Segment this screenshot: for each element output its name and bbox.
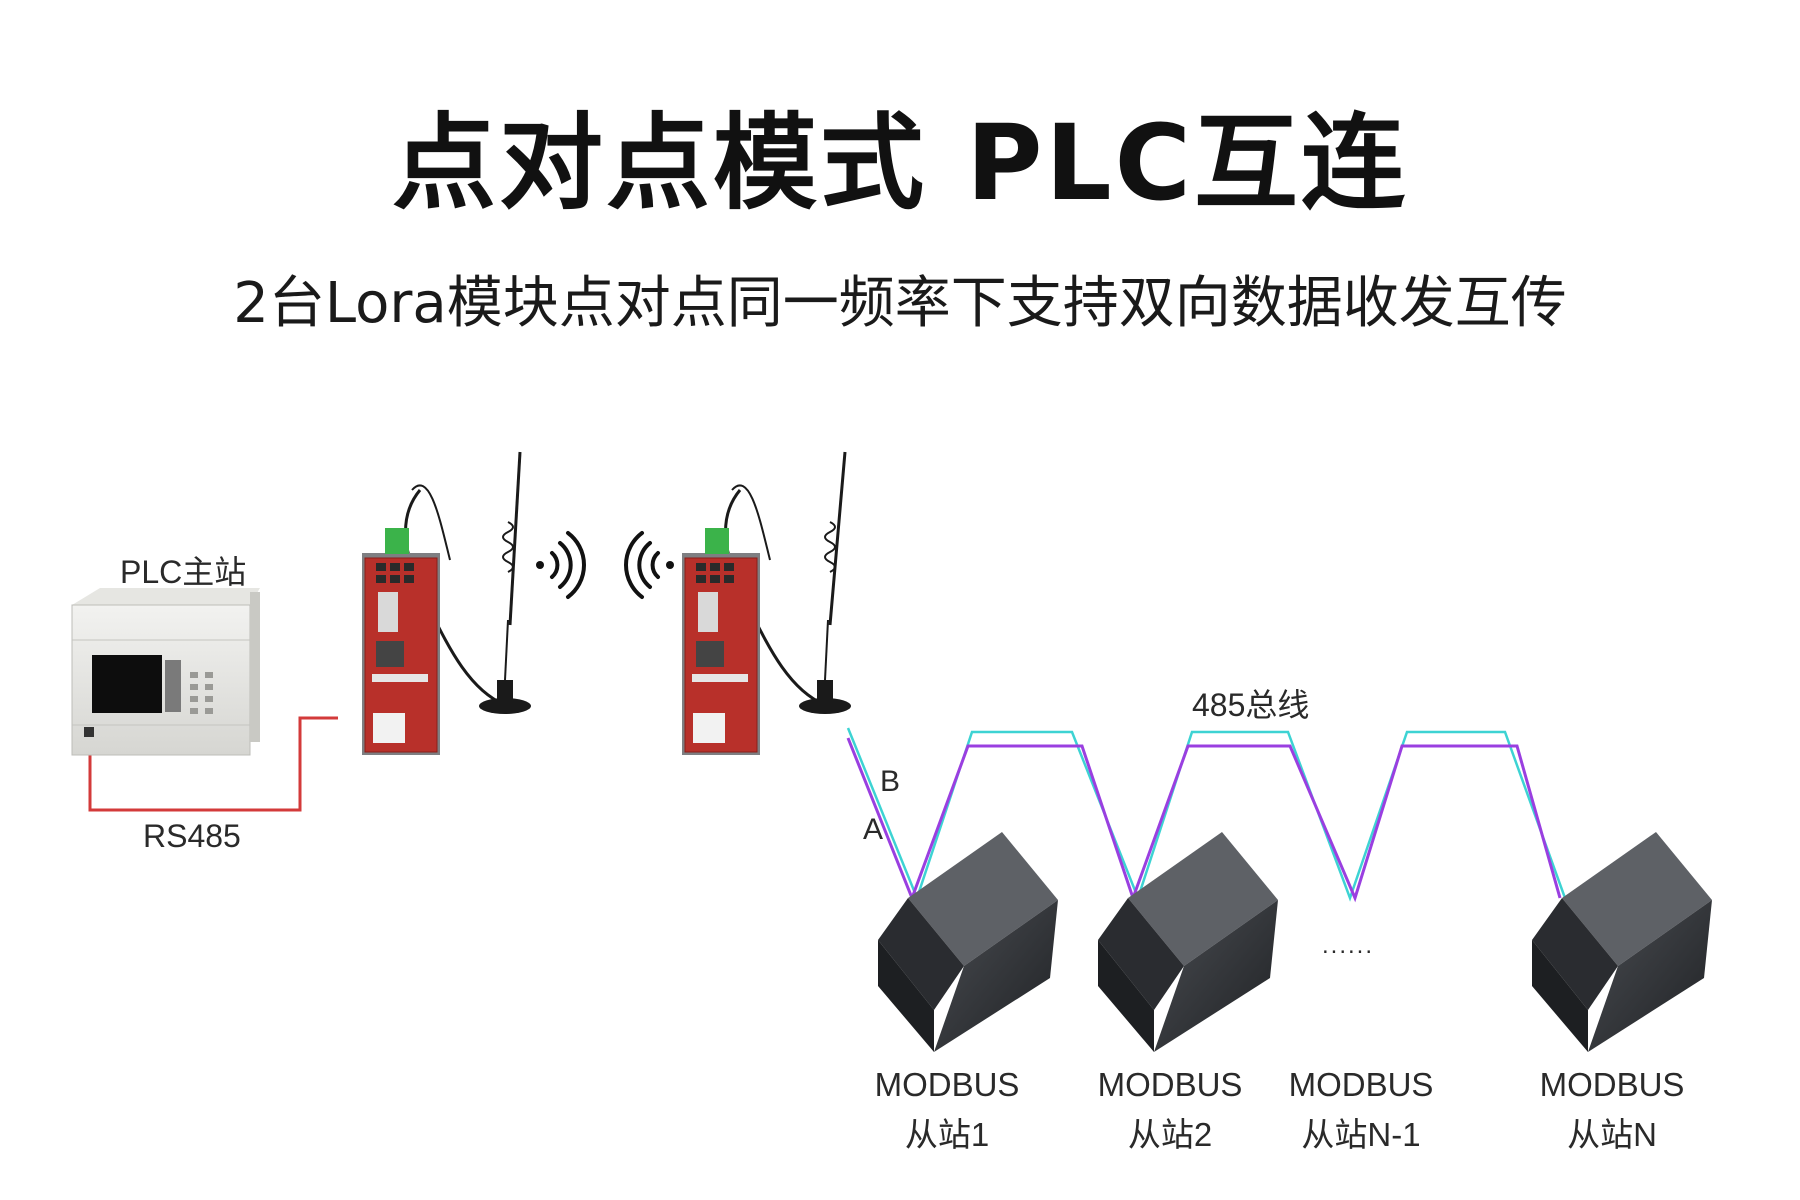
slave-protocol: MODBUS bbox=[874, 1066, 1020, 1103]
wireless-signal-out-icon bbox=[536, 531, 586, 599]
slave-id: 从站2 bbox=[1127, 1116, 1213, 1153]
slave-device-1 bbox=[878, 832, 1058, 1052]
rs485-cable bbox=[88, 716, 338, 812]
lora-module-1 bbox=[362, 451, 531, 755]
slave-device-n bbox=[1532, 832, 1712, 1052]
slave-label-1: MODBUS 从站1 bbox=[852, 1060, 1042, 1160]
slave-id: 从站N-1 bbox=[1301, 1116, 1421, 1153]
wire-a-label: A bbox=[863, 813, 884, 846]
wire-b-label: B bbox=[880, 765, 901, 798]
bus-wire-a bbox=[846, 737, 1562, 903]
plc-master-device bbox=[71, 588, 260, 756]
bus-ellipsis: ...... bbox=[1322, 932, 1375, 959]
slave-label-n-1: MODBUS 从站N-1 bbox=[1266, 1060, 1456, 1160]
slave-protocol: MODBUS bbox=[1097, 1066, 1243, 1103]
wireless-signal-in-icon bbox=[624, 531, 674, 599]
slave-device-2 bbox=[1098, 832, 1278, 1052]
diagram-title: 点对点模式 PLC互连 bbox=[391, 102, 1409, 224]
plc-master-label: PLC主站 bbox=[120, 554, 247, 590]
slave-id: 从站1 bbox=[904, 1116, 990, 1153]
slave-protocol: MODBUS bbox=[1539, 1066, 1685, 1103]
slave-label-n: MODBUS 从站N bbox=[1517, 1060, 1707, 1160]
bus-label: 485总线 bbox=[1192, 687, 1310, 723]
lora-module-2 bbox=[682, 451, 851, 755]
diagram-subtitle: 2台Lora模块点对点同一频率下支持双向数据收发互传 bbox=[233, 271, 1567, 336]
slave-id: 从站N bbox=[1567, 1116, 1657, 1153]
slave-protocol: MODBUS bbox=[1288, 1066, 1434, 1103]
rs485-label: RS485 bbox=[143, 818, 241, 854]
slave-label-2: MODBUS 从站2 bbox=[1075, 1060, 1265, 1160]
